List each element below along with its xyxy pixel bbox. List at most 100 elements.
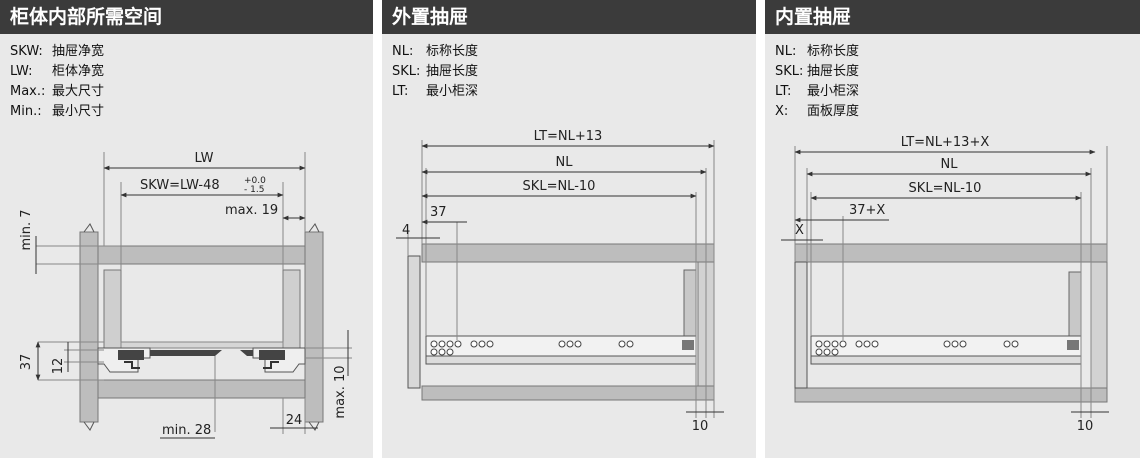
legend-value: 最小柜深 bbox=[807, 84, 860, 99]
lt-label: LT=NL+13+X bbox=[901, 135, 990, 150]
d10-label: 10 bbox=[1077, 419, 1094, 434]
skl-label: SKL=NL-10 bbox=[523, 179, 596, 194]
legend-value: 柜体净宽 bbox=[52, 64, 105, 79]
d24-label: 24 bbox=[286, 413, 303, 428]
runner-profile-right bbox=[263, 361, 279, 369]
hole bbox=[943, 340, 951, 348]
hole bbox=[871, 340, 879, 348]
hole bbox=[839, 340, 847, 348]
break-mark bbox=[308, 421, 320, 431]
legend-value: 最小柜深 bbox=[426, 84, 479, 99]
min7-label: min. 7 bbox=[19, 209, 34, 250]
hole bbox=[626, 340, 634, 348]
legend-key: NL: bbox=[775, 44, 797, 59]
cabinet-cross-section-drawing: LW SKW=LW-48 +0.0 - 1.5 max. 19 min. 7 3… bbox=[19, 151, 352, 439]
legend-row: LW: 柜体净宽 bbox=[10, 62, 104, 82]
legend-value: 标称长度 bbox=[807, 44, 860, 59]
hole bbox=[1003, 340, 1011, 348]
hole bbox=[446, 340, 454, 348]
legend-row: Min.:最小尺寸 bbox=[10, 102, 104, 122]
panel-inner-drawer: 内置抽屉 NL: 标称长度 SKL:抽屉长度 LT: 最小柜深 X:面板厚度 bbox=[765, 0, 1140, 458]
min28-label: min. 28 bbox=[162, 423, 211, 438]
legend-key: SKW: bbox=[10, 44, 43, 59]
runner-end-bracket bbox=[682, 340, 694, 350]
drawer-back bbox=[1068, 271, 1082, 345]
panel-header: 内置抽屉 bbox=[765, 0, 1140, 34]
legend-row: LT: 最小柜深 bbox=[775, 82, 859, 102]
max10-label: max. 10 bbox=[333, 365, 348, 418]
hole bbox=[558, 340, 566, 348]
hole bbox=[446, 348, 454, 356]
runner-rail bbox=[810, 355, 1082, 365]
legend-row: Max.:最大尺寸 bbox=[10, 82, 104, 102]
hole bbox=[566, 340, 574, 348]
legend-row: NL: 标称长度 bbox=[775, 42, 859, 62]
legend-row: SKL:抽屉长度 bbox=[775, 62, 859, 82]
hole bbox=[1011, 340, 1019, 348]
runner-rail bbox=[425, 355, 697, 365]
hole bbox=[438, 348, 446, 356]
drawer-front bbox=[794, 261, 808, 389]
left-side-wall bbox=[79, 231, 99, 423]
drawer-back bbox=[683, 269, 697, 345]
hole bbox=[959, 340, 967, 348]
panel-header: 外置抽屉 bbox=[382, 0, 756, 34]
hole bbox=[454, 340, 462, 348]
legend-key: LT: bbox=[775, 84, 792, 99]
nl-label: NL bbox=[941, 157, 959, 172]
d37-label: 37 bbox=[430, 205, 447, 220]
cabinet-bottom-panel bbox=[794, 387, 1108, 403]
hole bbox=[618, 340, 626, 348]
legend-row: SKL:抽屉长度 bbox=[392, 62, 478, 82]
drawer-front bbox=[407, 255, 421, 389]
legend-key: Max.: bbox=[10, 84, 46, 99]
panel-cabinet-space: 柜体内部所需空间 SKW:抽屉净宽 LW:柜体净宽 Max.:最大尺寸 Min.… bbox=[0, 0, 373, 458]
d10-label: 10 bbox=[692, 419, 709, 434]
hole bbox=[823, 348, 831, 356]
runner-holes bbox=[815, 340, 1019, 356]
legend-row: LT:最小柜深 bbox=[392, 82, 478, 102]
legend: SKW:抽屉净宽 LW:柜体净宽 Max.:最大尺寸 Min.:最小尺寸 bbox=[10, 42, 104, 122]
right-side-wall bbox=[304, 231, 324, 423]
lw-label: LW bbox=[195, 151, 214, 166]
lt-label: LT=NL+13 bbox=[534, 129, 603, 144]
drill-bit-right bbox=[240, 350, 253, 356]
panel-title: 外置抽屉 bbox=[392, 6, 469, 28]
legend-key: NL: bbox=[392, 44, 414, 59]
bottom-panel bbox=[97, 379, 306, 399]
skw-tolerance-plus: +0.0 bbox=[244, 176, 266, 186]
d4-label: 4 bbox=[402, 223, 410, 238]
hole bbox=[486, 340, 494, 348]
top-panel bbox=[97, 245, 306, 265]
legend-key: X: bbox=[775, 104, 789, 119]
legend-key: LW: bbox=[10, 64, 33, 79]
break-mark bbox=[83, 421, 95, 431]
hole bbox=[438, 340, 446, 348]
drawer-side-left bbox=[103, 269, 122, 351]
skl-label: SKL=NL-10 bbox=[909, 181, 982, 196]
panel-header: 柜体内部所需空间 bbox=[0, 0, 373, 34]
break-mark bbox=[308, 223, 320, 233]
cabinet-top-panel bbox=[421, 243, 715, 263]
legend-value: 抽屉长度 bbox=[807, 64, 860, 79]
hole bbox=[951, 340, 959, 348]
legend-row: X:面板厚度 bbox=[775, 102, 859, 122]
legend-key: SKL: bbox=[392, 64, 421, 79]
hole bbox=[815, 348, 823, 356]
hole bbox=[855, 340, 863, 348]
legend: NL: 标称长度 SKL:抽屉长度 LT: 最小柜深 X:面板厚度 bbox=[775, 42, 859, 122]
x-label: X bbox=[795, 223, 804, 238]
d37x-label: 37+X bbox=[849, 203, 885, 218]
drawer-bottom bbox=[120, 341, 284, 349]
hole bbox=[430, 340, 438, 348]
panel-outer-drawer: 外置抽屉 NL: 标称长度 SKL:抽屉长度 LT:最小柜深 bbox=[382, 0, 756, 458]
nl-label: NL bbox=[556, 155, 574, 170]
panel-title: 内置抽屉 bbox=[775, 6, 852, 28]
d12-label: 12 bbox=[51, 358, 66, 375]
panel-title: 柜体内部所需空间 bbox=[10, 6, 163, 28]
legend-value: 标称长度 bbox=[426, 44, 479, 59]
inner-drawer-side-drawing: LT=NL+13+X NL SKL=NL-10 37+X X 10 bbox=[781, 135, 1109, 434]
runner-holes bbox=[430, 340, 634, 356]
cabinet-top-panel bbox=[794, 243, 1108, 263]
hole bbox=[815, 340, 823, 348]
